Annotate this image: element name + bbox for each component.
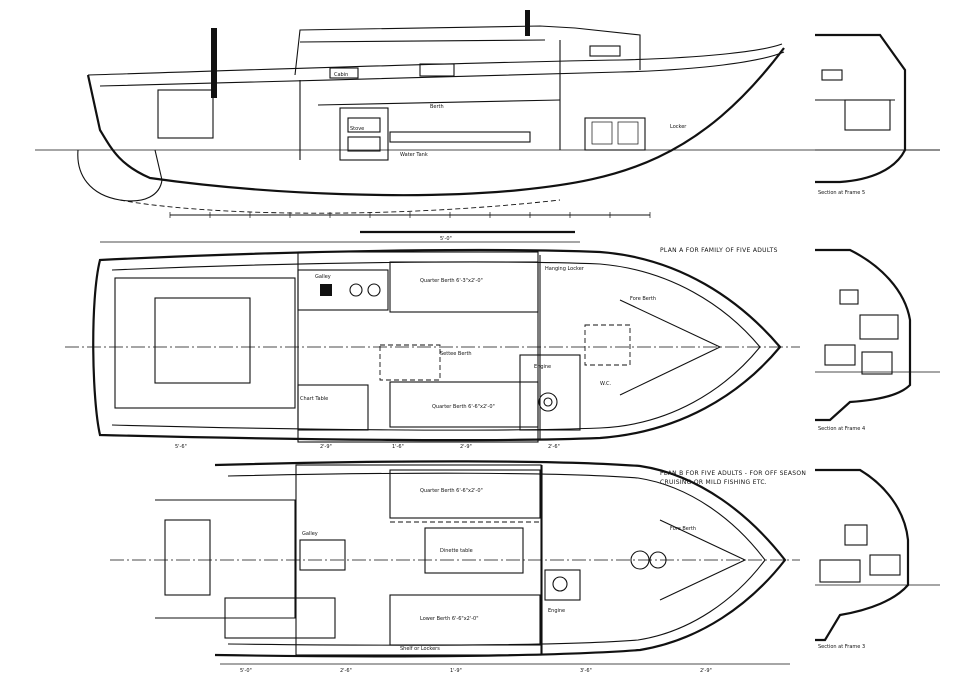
plan-a-view: PLAN A FOR FAMILY OF FIVE ADULTS Galley … xyxy=(65,236,800,450)
scale-ticks xyxy=(169,212,651,218)
plan-b-inner-hull xyxy=(227,472,766,646)
plan-a-dim-4: 2'-9" xyxy=(460,444,472,450)
plan-b-view: PLAN B FOR FIVE ADULTS - FOR OFF SEASON … xyxy=(110,460,806,674)
plan-b-quarter-berth xyxy=(389,469,541,519)
plan-b-vee-berth xyxy=(659,519,747,601)
stove-unit xyxy=(339,107,389,161)
plan-a-burner-2 xyxy=(367,283,381,297)
plan-a-cockpit-well xyxy=(154,297,251,384)
hull-profile xyxy=(86,47,785,197)
mast-forward xyxy=(525,10,530,36)
plan-a-quarter-berth xyxy=(389,261,539,313)
plan-b-dim-5: 2'-9" xyxy=(700,668,712,674)
plan-a-label-engine: Engine xyxy=(534,364,551,370)
plan-b-cabin xyxy=(295,464,542,656)
plan-a-engine xyxy=(538,392,558,412)
shelf-line xyxy=(317,99,561,106)
plan-a-dim-5: 2'-6" xyxy=(548,444,560,450)
section-1-outline xyxy=(815,33,907,184)
locker-door-2 xyxy=(617,121,639,145)
plan-a-hull xyxy=(92,248,782,442)
section-1: Section at Frame 5 xyxy=(815,33,940,196)
section-2-outline xyxy=(815,248,912,422)
plan-b-label-galley: Galley xyxy=(302,531,318,537)
plan-b-label-engine: Engine xyxy=(548,608,565,614)
plan-b-dim-1: 5'-0" xyxy=(240,668,252,674)
section-3: Section at Frame 3 xyxy=(815,468,940,650)
plan-a-dim-3: 1'-6" xyxy=(392,444,404,450)
plan-a-label-chart-table: Chart Table xyxy=(300,396,328,402)
plan-b-dim-2: 2'-6" xyxy=(340,668,352,674)
forward-locker xyxy=(584,117,646,151)
plan-a-dim-1: 5'-6" xyxy=(175,444,187,450)
plan-a-label-fore-berth: Fore Berth xyxy=(630,296,656,302)
plan-b-label-fore-berth: Fore Berth xyxy=(670,526,696,532)
plan-a-heading: PLAN A FOR FAMILY OF FIVE ADULTS xyxy=(660,247,778,254)
deck-line xyxy=(99,51,785,87)
plan-a-label-quarter-berth: Quarter Berth 6'-3"x2'-0" xyxy=(420,278,483,284)
section-2: Section at Frame 4 xyxy=(815,248,940,432)
locker-door-1 xyxy=(591,121,613,145)
plan-b-galley-unit xyxy=(299,539,346,571)
plan-b-winch-2 xyxy=(649,551,667,569)
cabin-trunk xyxy=(294,25,641,76)
stove-oven xyxy=(347,117,381,133)
plan-b-label-lower-berth: Lower Berth 6'-6"x2'-0" xyxy=(420,616,479,622)
label-stove: Stove xyxy=(350,126,364,132)
label-locker: Locker xyxy=(670,124,687,130)
plan-b-dim-4: 3'-6" xyxy=(580,668,592,674)
section-2-label: Section at Frame 4 xyxy=(818,426,865,432)
label-berth: Berth xyxy=(430,104,444,110)
sheer-line xyxy=(87,43,783,76)
window-3 xyxy=(589,45,621,57)
cabin-roof-line xyxy=(299,39,546,43)
plan-a-table xyxy=(379,344,441,381)
window-1 xyxy=(329,67,359,79)
plan-b-cockpit-well xyxy=(164,519,211,596)
plan-a-locker xyxy=(297,384,369,431)
section-3-outline xyxy=(815,468,910,642)
plan-b-dim-3: 1'-9" xyxy=(450,668,462,674)
plan-b-label-dinette: Dinette table xyxy=(440,548,473,554)
plan-a-dim-2: 2'-9" xyxy=(320,444,332,450)
window-2 xyxy=(419,63,455,77)
plan-b-lower-berth xyxy=(389,594,541,646)
plan-a-hatch xyxy=(584,324,631,366)
plan-a-vee-berth xyxy=(619,299,722,396)
plan-a-cockpit xyxy=(114,277,296,409)
plan-b-engine xyxy=(552,576,568,592)
plan-a-cabin xyxy=(297,251,539,443)
berth-flat xyxy=(389,131,531,143)
plan-b-dinette xyxy=(424,527,524,574)
plan-b-engine-bay xyxy=(544,569,581,601)
plan-a-label-settee: Settee Berth xyxy=(440,351,472,357)
sections-column: Section at Frame 5 Section at Frame 4 Se… xyxy=(815,33,940,650)
plan-b-locker xyxy=(224,597,336,639)
label-water-tank: Water Tank xyxy=(400,152,428,158)
plan-b-label-quarter-berth: Quarter Berth 6'-6"x2'-0" xyxy=(420,488,483,494)
plan-a-burner-1 xyxy=(349,283,363,297)
cockpit-locker xyxy=(157,89,214,139)
plan-a-sink xyxy=(320,284,332,296)
plan-a-galley xyxy=(297,269,389,311)
plan-a-main-berth xyxy=(389,381,539,428)
plan-a-label-head: W.C. xyxy=(600,381,611,387)
plan-a-label-galley: Galley xyxy=(315,274,331,280)
plan-a-label-hanging-locker: Hanging Locker xyxy=(545,266,585,272)
keel-line xyxy=(119,199,561,214)
mast-aft xyxy=(211,28,217,98)
profile-view: Cabin Berth Stove Water Tank Locker xyxy=(35,10,940,234)
section-1-label: Section at Frame 5 xyxy=(818,190,865,196)
plan-b-label-shelf: Shelf or Lockers xyxy=(400,646,440,652)
plan-b-winch-1 xyxy=(630,550,650,570)
section-3-label: Section at Frame 3 xyxy=(818,644,865,650)
plan-a-dim-6: 5'-0" xyxy=(440,236,452,242)
plan-a-engine-bay xyxy=(519,354,581,431)
label-cabin: Cabin xyxy=(334,72,348,78)
plan-a-label-main-berth: Quarter Berth 6'-6"x2'-0" xyxy=(432,404,495,410)
plan-b-subheading: CRUISING OR MILD FISHING ETC. xyxy=(660,479,767,486)
plan-b-heading: PLAN B FOR FIVE ADULTS - FOR OFF SEASON xyxy=(660,470,806,477)
stove-drawer xyxy=(347,136,381,152)
